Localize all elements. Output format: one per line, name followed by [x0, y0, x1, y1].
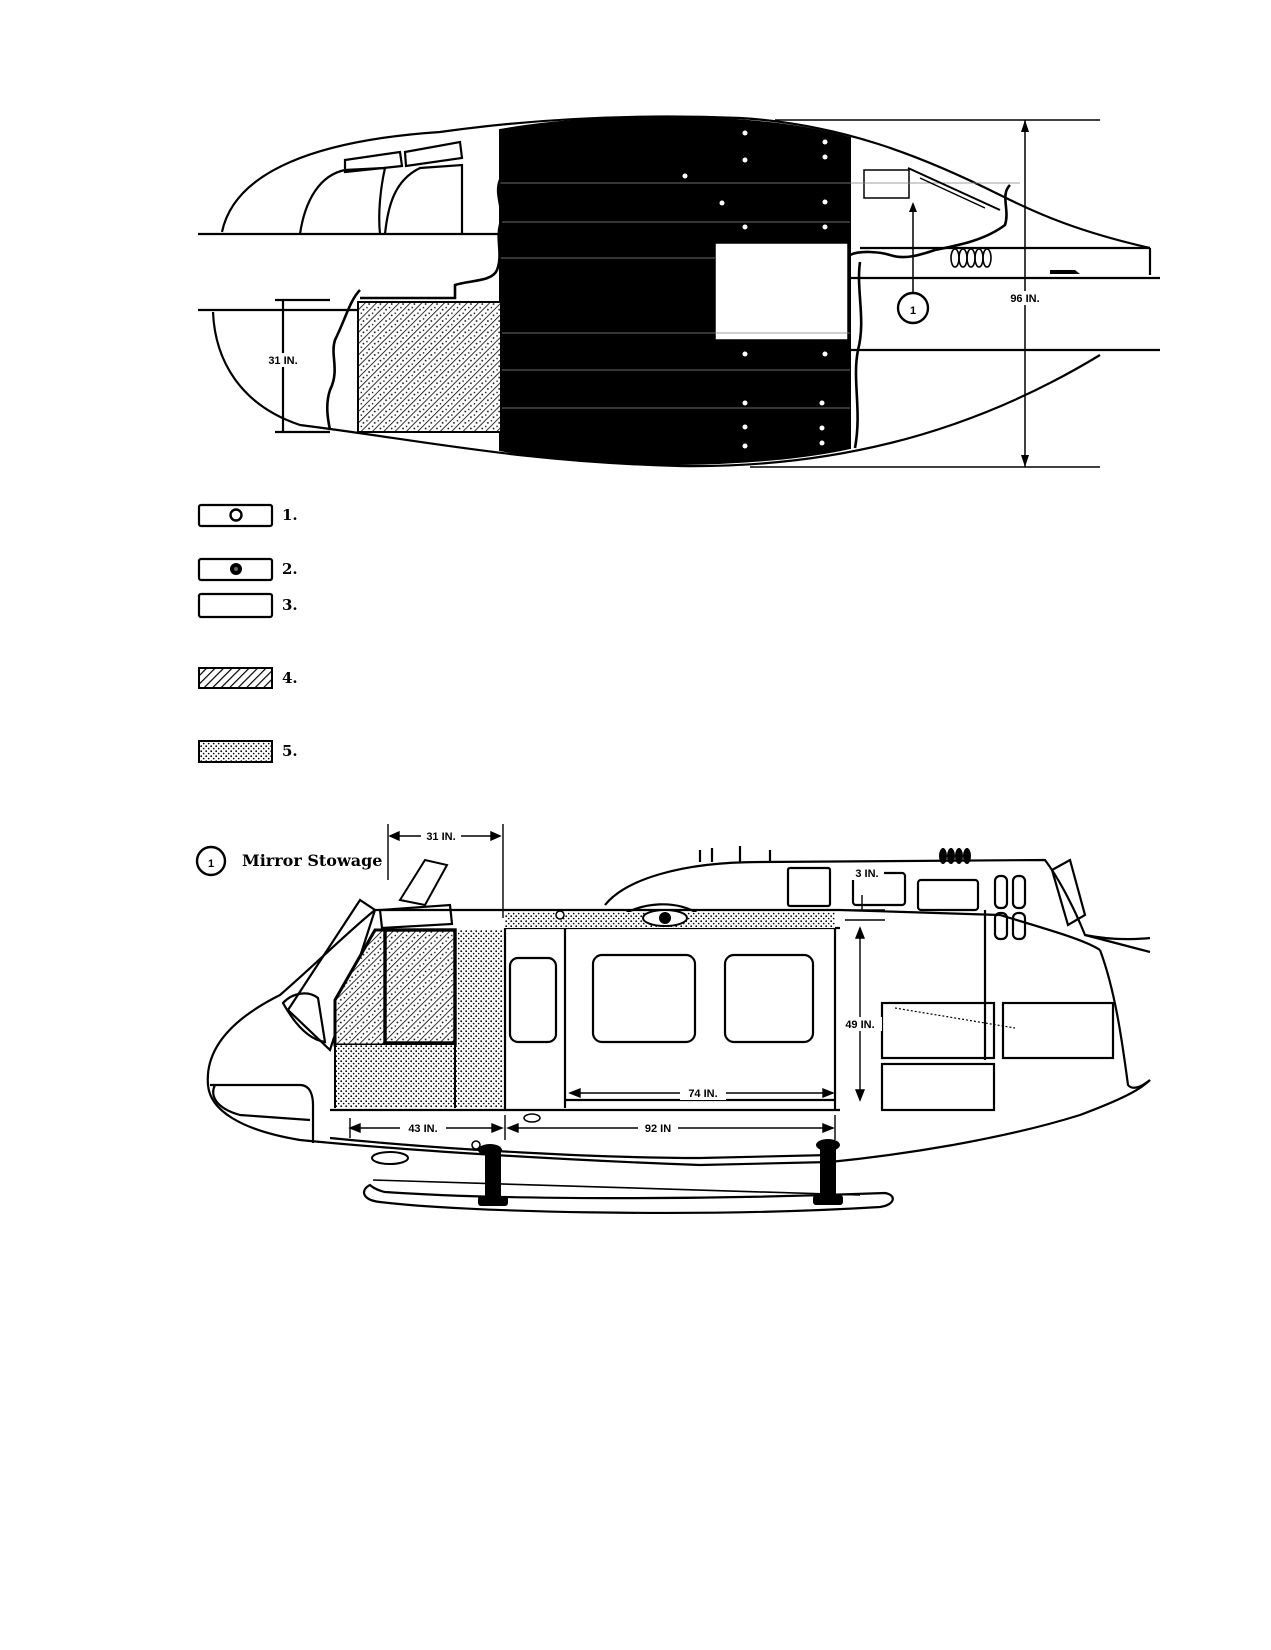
side-dimensions [348, 824, 885, 1140]
legend-item-5: 5. [198, 740, 298, 763]
callout-key: 1 Mirror Stowage [195, 845, 382, 877]
cutaway-lines [325, 131, 1012, 449]
front-stipple-area [335, 1045, 503, 1107]
dimension-label-96: 96 IN. [1010, 293, 1039, 305]
nose-hatched-area [357, 301, 502, 433]
legend-item-1: 1. [197, 503, 298, 528]
svg-text:5.: 5. [282, 742, 298, 760]
legend-item-2: 2. [197, 557, 298, 582]
front-stipple-area-upper [458, 930, 503, 1045]
small-box-top [863, 169, 910, 199]
top-view-hull [220, 115, 1152, 275]
dimension-label-3: 3 IN. [855, 868, 878, 880]
cockpit-hatched-area [333, 928, 457, 1047]
landing-skids [362, 1139, 894, 1214]
svg-text:2.: 2. [282, 560, 298, 578]
spring-coils [950, 248, 992, 268]
fuselage-outline [375, 908, 1101, 951]
hatch-pattern-icon [198, 667, 273, 689]
dimension-label-74: 74 IN. [688, 1088, 717, 1100]
ring-icon [229, 508, 243, 522]
cabin-floor-black [499, 116, 851, 466]
callout-number-top: 1 [910, 305, 916, 317]
callout-circle-key [195, 845, 227, 877]
callout-circle-top [896, 291, 930, 325]
dimension-label-49: 49 IN. [845, 1019, 874, 1031]
stipple-pattern-icon [198, 740, 273, 763]
svg-text:1.: 1. [282, 506, 298, 524]
legend: 1. 2. 3. 4. 5. [197, 503, 298, 763]
blank-box-icon [197, 592, 274, 619]
white-panel [714, 242, 849, 341]
scan-lines [500, 182, 1020, 409]
svg-text:3.: 3. [282, 596, 298, 614]
svg-text:1: 1 [208, 858, 214, 870]
dimension-label-92: 92 IN [645, 1123, 671, 1135]
dimension-label-31-side: 31 IN. [426, 831, 455, 843]
legend-item-4: 4. [198, 667, 298, 689]
dimension-label-43: 43 IN. [408, 1123, 437, 1135]
legend-item-3: 3. [197, 592, 298, 619]
mirror-stowage-label: Mirror Stowage [242, 851, 382, 870]
dimension-label-31-top: 31 IN. [268, 355, 297, 367]
svg-text:4.: 4. [282, 669, 298, 687]
tie-down-points [682, 130, 828, 449]
